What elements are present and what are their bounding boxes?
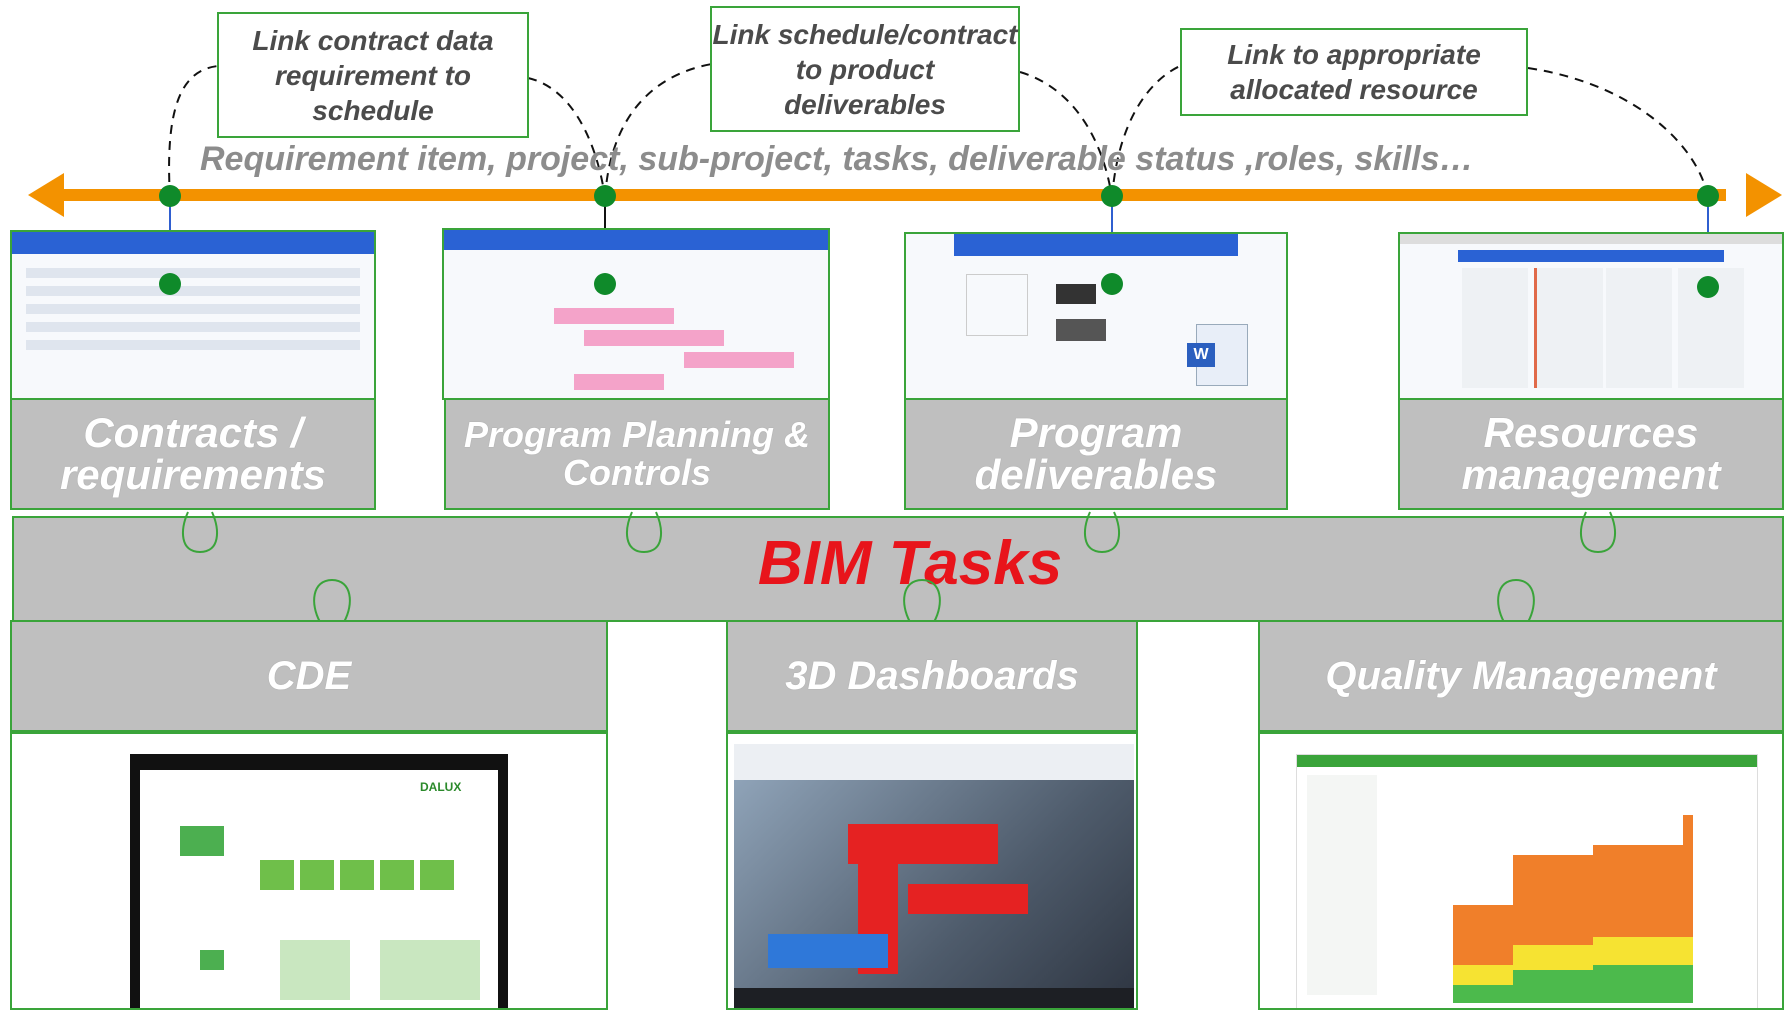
piece-quality-management: Quality Management	[1258, 620, 1784, 732]
band-dot-3	[1101, 185, 1123, 207]
band-dot-4	[1697, 185, 1719, 207]
panel-3d-dashboards	[726, 732, 1138, 1010]
piece-3d-dashboards: 3D Dashboards	[726, 620, 1138, 732]
piece-program-deliverables: Program deliverables	[904, 398, 1288, 510]
dashed-link-3	[604, 63, 713, 199]
piece-resources-management: Resources management	[1398, 398, 1784, 510]
bim-tasks-title: BIM Tasks	[757, 529, 1063, 598]
dashed-link-4	[1019, 71, 1113, 199]
callout-to-resource: Link to appropriate allocated resource	[1180, 28, 1528, 116]
band-dot-1	[159, 185, 181, 207]
thumbnail-dots	[159, 273, 1719, 298]
callout-contract-to-schedule: Link contract data requirement to schedu…	[217, 12, 529, 138]
house-icon	[200, 950, 224, 970]
thumbnail-resources	[1398, 232, 1784, 400]
dashed-link-1	[168, 65, 219, 199]
thumbnail-planning	[442, 228, 830, 400]
piece-contracts-requirements: Contracts / requirements	[10, 398, 376, 510]
word-document-icon: W	[1187, 324, 1248, 386]
thumbnail-deliverables: W	[904, 232, 1288, 400]
piece-cde: CDE	[10, 620, 608, 732]
thumbnail-contracts	[10, 230, 376, 400]
left-arrowhead-icon	[28, 173, 64, 217]
piece-program-planning: Program Planning & Controls	[444, 398, 830, 510]
band-label: Requirement item, project, sub-project, …	[200, 140, 1474, 178]
panel-cde: DALUX	[10, 732, 608, 1010]
dashed-link-2	[527, 77, 606, 199]
panel-quality-management	[1258, 732, 1784, 1010]
arrow-shaft	[58, 189, 1726, 201]
callout-schedule-to-deliverables: Link schedule/contract to product delive…	[710, 6, 1020, 132]
dashed-link-6	[1527, 67, 1709, 199]
band-dot-2	[594, 185, 616, 207]
right-arrowhead-icon	[1746, 173, 1782, 217]
